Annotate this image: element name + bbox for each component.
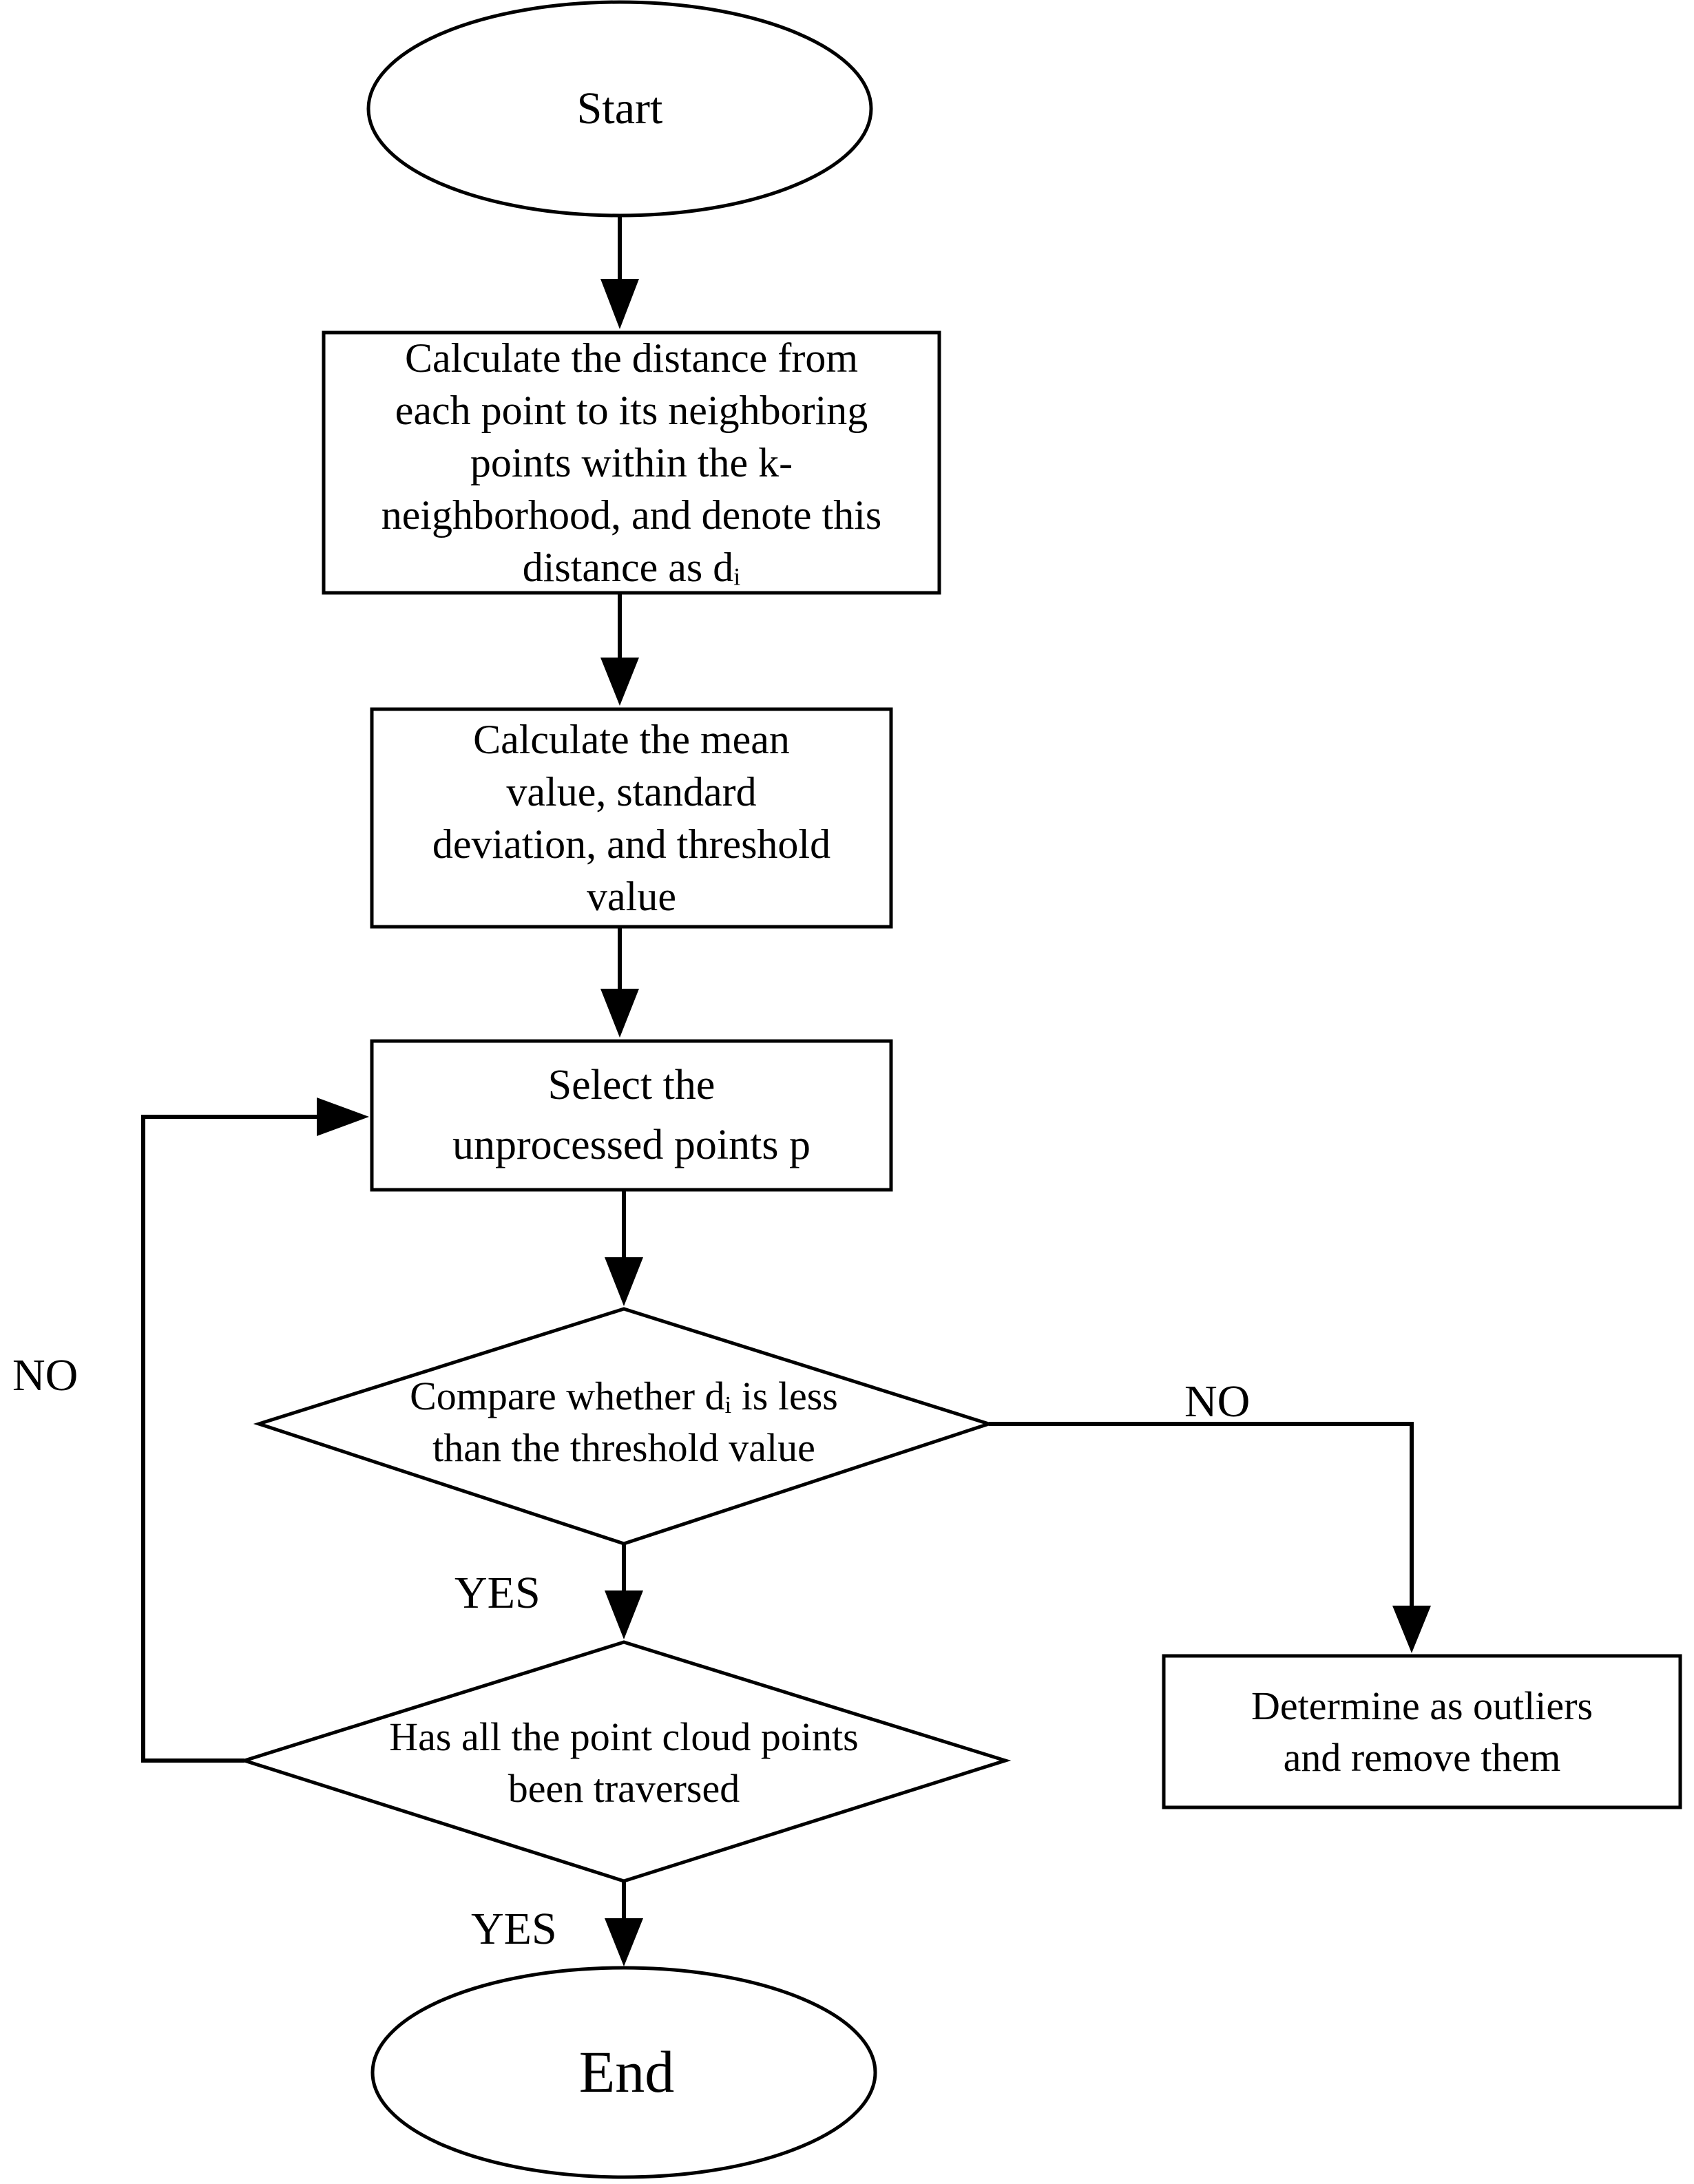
outliers-box [1162, 1654, 1682, 1809]
traversed-decision [238, 1640, 1012, 1883]
calc-distance-line-4: neighborhood, and denote this [381, 492, 882, 538]
compare-no-label: NO [1184, 1376, 1251, 1427]
start-label: Start [576, 83, 663, 134]
select-point-box [370, 1039, 893, 1192]
calc-distance-line-3: points within the k- [470, 439, 793, 485]
compare-line-1: Compare whether di is less [410, 1373, 838, 1418]
calc-distance-line-1: Calculate the distance from [404, 335, 859, 381]
arrowhead [600, 989, 639, 1038]
arrow-traversed-no [141, 1115, 317, 1763]
calc-distance-box [322, 330, 941, 595]
calc-mean-box [370, 707, 893, 929]
end-terminal [370, 1966, 877, 2179]
traversed-yes-label: YES [471, 1904, 557, 1954]
select-point-label: Select the unprocessed points p [452, 1062, 811, 1168]
arrowhead [605, 1257, 643, 1306]
arrowhead [605, 1918, 643, 1966]
calc-mean-label: Calculate the mean value, standard devia… [432, 716, 831, 920]
end-label: End [578, 2039, 675, 2105]
arrowhead [600, 279, 639, 329]
traversed-no-label: NO [12, 1350, 79, 1400]
arrowhead [600, 658, 639, 706]
arrowhead [605, 1590, 643, 1639]
compare-line-2: than the threshold value [432, 1425, 815, 1470]
arrowhead [317, 1098, 369, 1136]
arrowhead [1392, 1606, 1431, 1653]
compare-yes-label: YES [454, 1568, 541, 1618]
compare-label: Compare whether di is less than the thre… [344, 1370, 903, 1473]
outliers-label: Determine as outliers and remove them [1251, 1683, 1593, 1780]
calc-distance-line-2: each point to its neighboring [395, 387, 868, 433]
calc-distance-label: Calculate the distance from each point t… [327, 335, 936, 591]
arrow-compare-no [989, 1422, 1414, 1607]
traversed-label: Has all the point cloud points been trav… [389, 1714, 859, 1811]
calc-distance-line-5: distance as di [522, 545, 741, 591]
